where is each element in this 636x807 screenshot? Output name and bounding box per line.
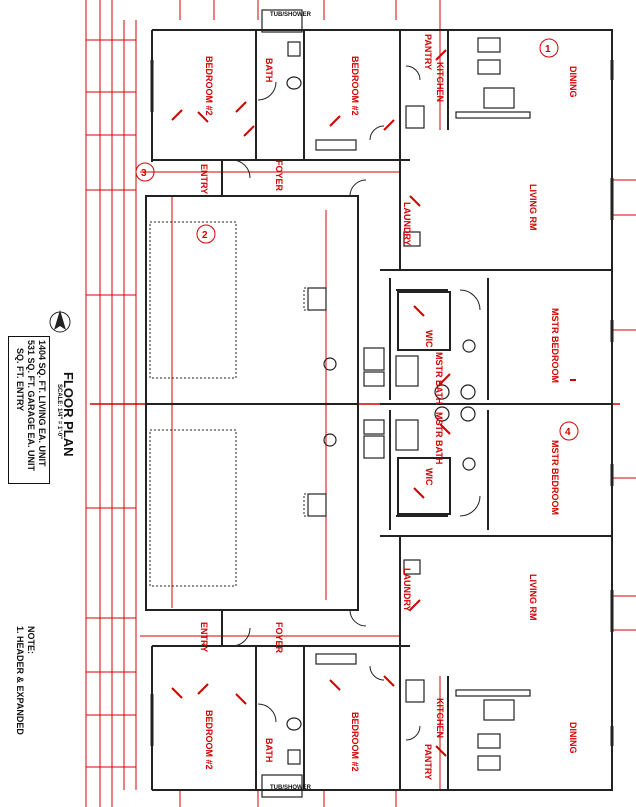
room-label: BEDROOM #2 <box>350 56 360 116</box>
room-label: DINING <box>568 66 578 98</box>
room-label: LIVING RM <box>528 574 538 621</box>
room-label: WIC <box>424 468 434 486</box>
attic-access <box>149 221 327 587</box>
room-label: KITCHEN <box>435 62 445 102</box>
room-label: FOYER <box>274 622 284 654</box>
room-label: ENTRY <box>199 622 209 652</box>
floor-plan-title: FLOOR PLAN <box>61 372 76 457</box>
floor-plan-scale: SCALE: 1/4" = 1'-0" <box>56 384 62 439</box>
room-label: WIC <box>424 330 434 348</box>
room-label: BATH <box>264 738 274 762</box>
note-title: NOTE: <box>26 626 36 654</box>
section-markers: 3 2 1 4 <box>135 38 579 441</box>
room-label: FOYER <box>274 160 284 192</box>
room-labels-bottom: MSTR BATH MSTR BEDROOM WIC LAUNDRY LIVIN… <box>199 412 578 791</box>
room-label: BATH <box>264 58 274 82</box>
windows <box>150 60 614 746</box>
fixture-label: TUB/SHOWER <box>270 785 312 791</box>
room-labels-top: BEDROOM #2 BATH BEDROOM #2 PANTRY KITCHE… <box>199 12 578 404</box>
room-label: PANTRY <box>423 34 433 70</box>
room-label: PANTRY <box>423 744 433 780</box>
room-label: MSTR BATH <box>434 352 444 404</box>
area-summary-box <box>8 336 50 484</box>
section-marker-label: 4 <box>565 427 571 438</box>
room-label: LIVING RM <box>528 184 538 231</box>
room-label: ENTRY <box>199 164 209 194</box>
area-summary-line: 531 SQ. FT. GARAGE EA. UNIT <box>26 340 36 472</box>
north-arrow-icon <box>49 310 71 333</box>
room-label: MSTR BATH <box>434 412 444 464</box>
room-label: LAUNDRY <box>402 202 412 246</box>
annotation-marks <box>171 49 576 757</box>
room-label: LAUNDRY <box>402 568 412 612</box>
room-label: KITCHEN <box>435 698 445 738</box>
room-label: DINING <box>568 722 578 754</box>
fixtures <box>261 9 531 798</box>
door-swings <box>231 65 481 741</box>
area-summary-line: SQ. FT. ENTRY <box>15 348 25 412</box>
fixture-label: TUB/SHOWER <box>270 12 312 18</box>
room-label: BEDROOM #2 <box>350 712 360 772</box>
section-marker-label: 2 <box>202 230 208 241</box>
walls <box>145 29 613 791</box>
section-marker-label: 3 <box>141 168 147 179</box>
room-label: MSTR BEDROOM <box>550 308 560 383</box>
room-label: BEDROOM #2 <box>204 710 214 770</box>
room-label: BEDROOM #2 <box>204 56 214 116</box>
room-label: MSTR BEDROOM <box>550 440 560 515</box>
section-marker-label: 1 <box>545 44 551 55</box>
area-summary-line: 1404 SQ. FT. LIVING EA. UNIT <box>37 340 47 467</box>
note-line: 1. HEADER & EXPANDED <box>15 626 25 735</box>
